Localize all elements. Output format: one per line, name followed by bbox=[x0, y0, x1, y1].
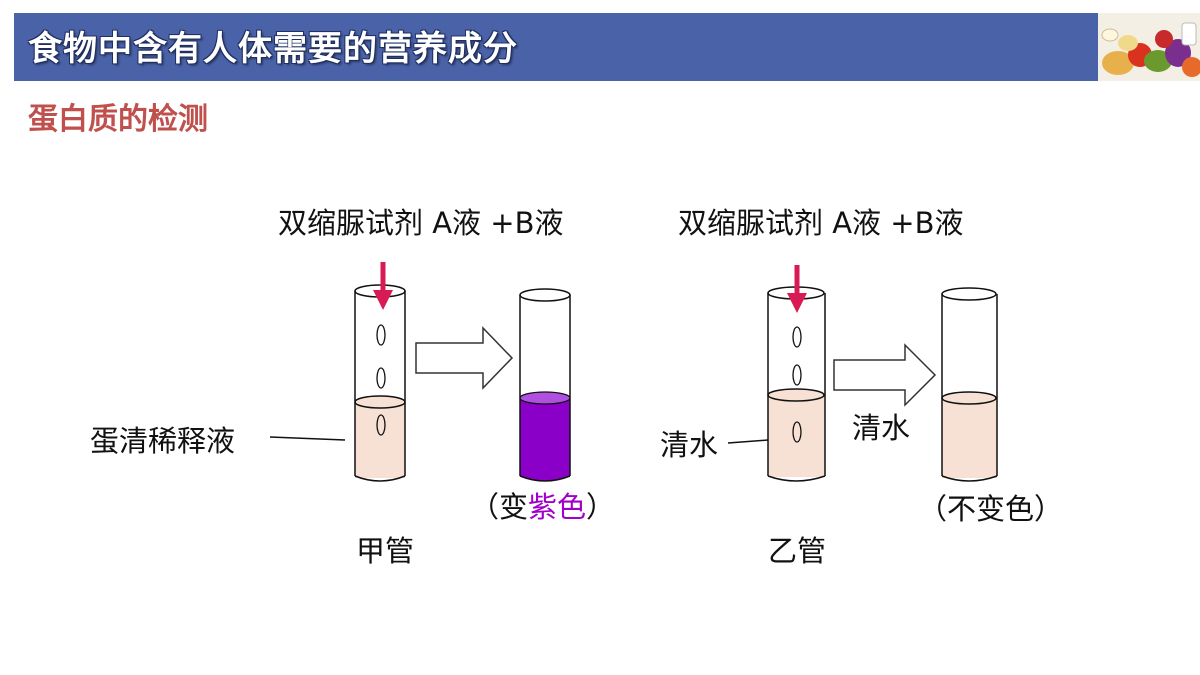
result-close-a: ） bbox=[586, 490, 616, 524]
header-bar: 食物中含有人体需要的营养成分 bbox=[14, 13, 1098, 81]
tube-a-before bbox=[354, 284, 406, 482]
tube-b-after bbox=[941, 287, 998, 482]
tube-name-a: 甲管 bbox=[356, 534, 415, 568]
tube-b-before bbox=[767, 286, 826, 482]
result-color-word: 紫色 bbox=[528, 490, 587, 524]
result-open-a: （变 bbox=[470, 490, 529, 524]
tube-a-after bbox=[519, 288, 571, 482]
sample-leader-line-a bbox=[269, 436, 346, 441]
result-label-a: （变紫色） bbox=[470, 484, 615, 526]
sample-label-a: 蛋清稀释液 bbox=[90, 424, 236, 458]
reagent-label-b: 双缩脲试剂 A液 +B液 bbox=[678, 206, 964, 240]
process-arrow-a bbox=[415, 326, 514, 390]
section-subtitle: 蛋白质的检测 bbox=[28, 102, 208, 137]
process-arrow-b bbox=[833, 343, 937, 407]
sample-label-b: 清水 bbox=[660, 428, 719, 462]
reagent-label-a: 双缩脲试剂 A液 +B液 bbox=[278, 206, 564, 240]
tube-name-b: 乙管 bbox=[768, 534, 827, 568]
food-photo-icon bbox=[1098, 13, 1200, 81]
sample-leader-line-b bbox=[727, 439, 769, 444]
result-label-b: （不变色） bbox=[918, 492, 1064, 526]
arrow-label-b: 清水 bbox=[852, 411, 911, 445]
slide-title: 食物中含有人体需要的营养成分 bbox=[28, 29, 518, 69]
